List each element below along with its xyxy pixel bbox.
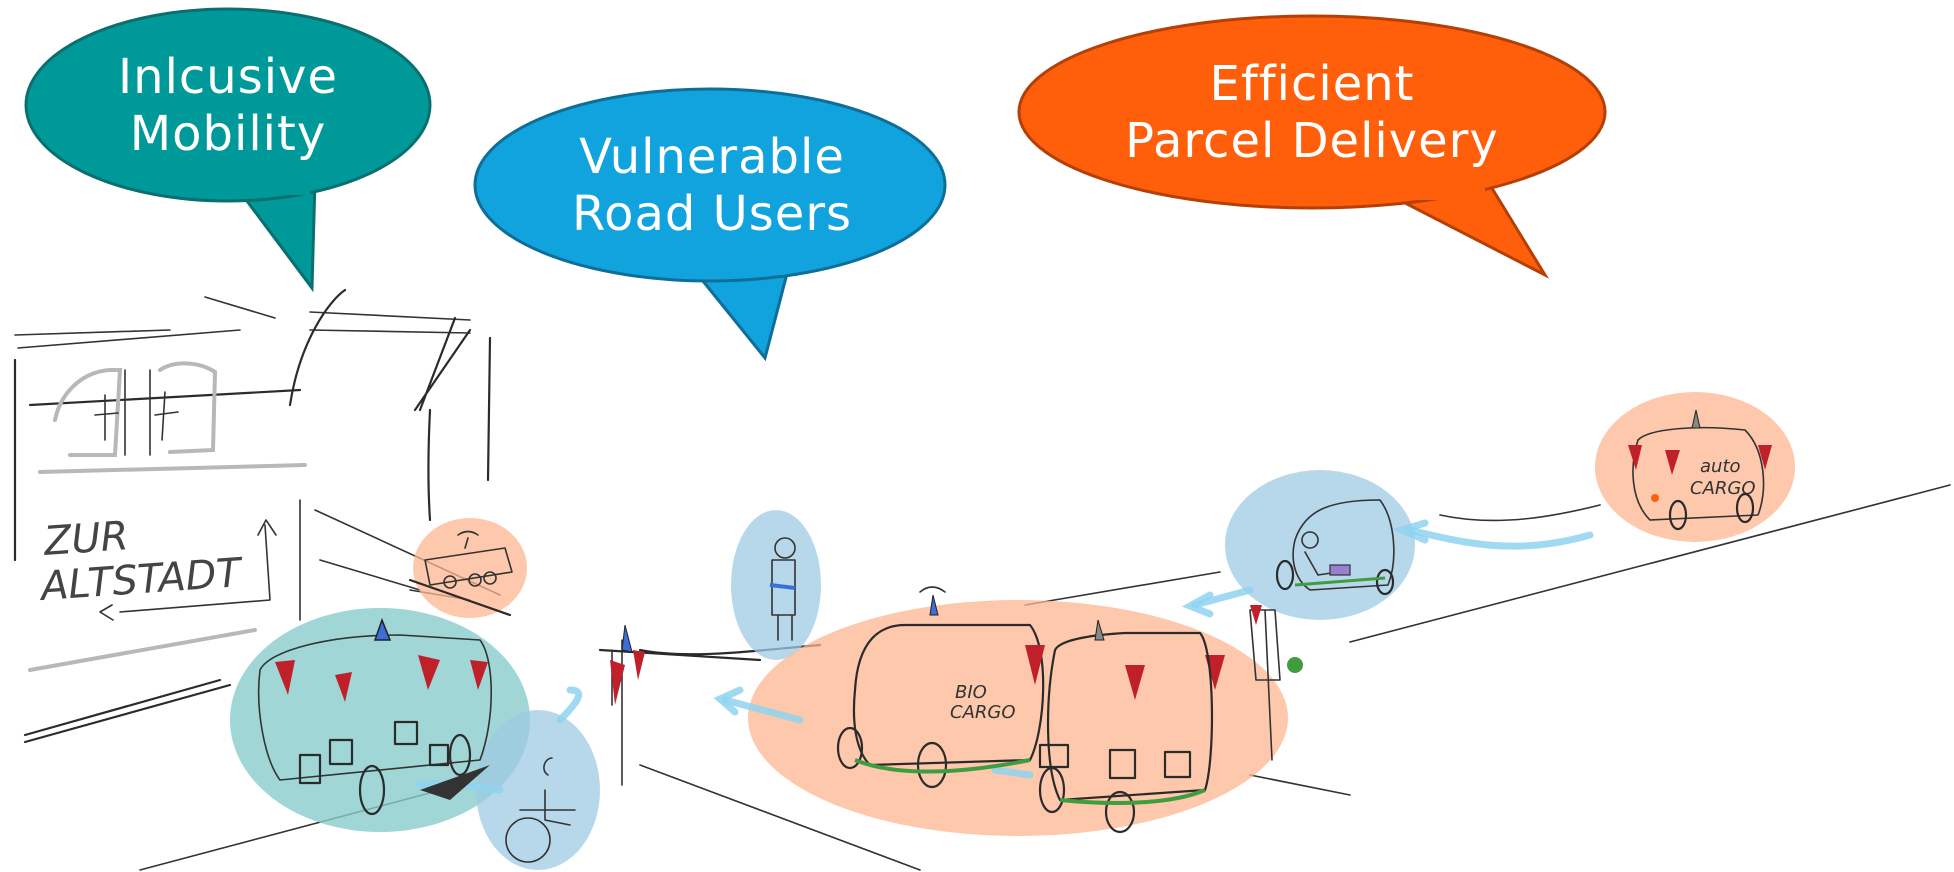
wheelchair-user — [505, 757, 576, 863]
highlight-wheelchair-user — [476, 710, 600, 870]
bio-cargo-convoy: BIO CARGO — [836, 586, 1225, 834]
cyclist — [1275, 499, 1395, 596]
highlight-parcel-robot — [413, 518, 527, 618]
bubble-vulnerable-road-users: Vulnerable Road Users — [473, 87, 947, 362]
accessible-shuttle — [257, 617, 493, 816]
flow-arrows — [416, 519, 1594, 794]
bubble-inclusive-line1: Inlcusive — [118, 49, 338, 105]
highlight-zones — [230, 392, 1795, 870]
auto-cargo-line1: auto — [1700, 456, 1741, 477]
road-lines — [139, 484, 1951, 871]
pedestrian — [769, 537, 796, 641]
bubble-inclusive-mobility: Inlcusive Mobility — [24, 7, 432, 293]
bubble-vulnerable-line1: Vulnerable — [579, 129, 845, 185]
altstadt-sign: ZUR ALTSTADT — [36, 513, 277, 621]
bubble-parcel-line2: Parcel Delivery — [1125, 113, 1499, 169]
traffic-light-right — [1249, 605, 1303, 761]
bubble-vulnerable-line2: Road Users — [572, 186, 852, 242]
highlight-accessible-shuttle — [230, 608, 530, 832]
auto-cargo-line2: CARGO — [1690, 478, 1756, 499]
bio-cargo-line2: CARGO — [950, 702, 1016, 723]
auto-cargo: auto CARGO — [1628, 409, 1772, 531]
parcel-robot — [408, 530, 513, 617]
highlight-cyclist — [1225, 470, 1415, 620]
bubble-efficient-parcel-delivery: Efficient Parcel Delivery — [1017, 14, 1607, 279]
bubble-inclusive-line2: Mobility — [130, 106, 326, 162]
traffic-light-left — [610, 624, 645, 786]
bio-cargo-line1: BIO — [955, 682, 987, 703]
sign-line1: ZUR — [41, 513, 129, 565]
building-sketch — [13, 288, 501, 744]
bubble-parcel-line1: Efficient — [1210, 56, 1415, 112]
highlight-bio-cargo-convoy — [748, 600, 1288, 836]
